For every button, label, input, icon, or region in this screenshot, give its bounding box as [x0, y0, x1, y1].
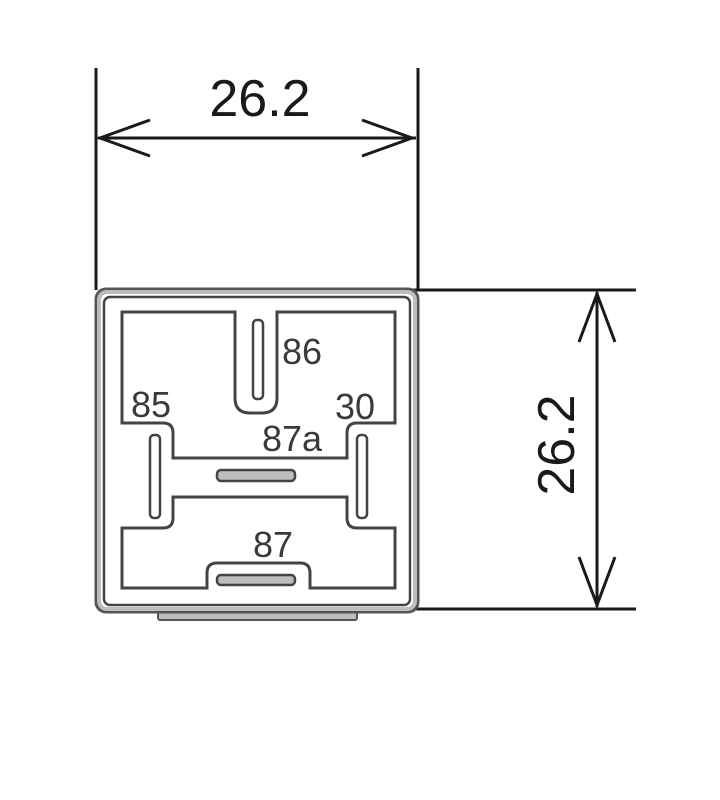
arrowhead-bottom [577, 556, 617, 610]
lower-recess [120, 495, 397, 590]
width-label: 26.2 [209, 70, 310, 128]
pin-label-87a: 87a [262, 418, 323, 459]
pin-label-86: 86 [282, 331, 322, 372]
pin-label-30: 30 [335, 386, 375, 427]
pin-30-blade [355, 433, 369, 520]
arrowhead-left [95, 118, 151, 158]
body-inner [102, 295, 412, 607]
relay-body: 86 85 30 87a 87 [94, 287, 420, 621]
pin-87a-blade [215, 468, 297, 483]
pin-label-85: 85 [131, 384, 171, 425]
pin-86-blade [251, 318, 265, 401]
upper-recess [120, 310, 397, 460]
pin-87-blade [215, 573, 297, 587]
pin-85-blade [148, 433, 162, 520]
width-dimension: 26.2 [94, 68, 420, 290]
height-label: 26.2 [528, 394, 586, 495]
pin-label-87: 87 [253, 524, 293, 565]
height-dimension: 26.2 [412, 288, 636, 611]
arrowhead-top [577, 289, 617, 343]
body-rim [97, 290, 417, 611]
arrowhead-right [361, 118, 417, 158]
